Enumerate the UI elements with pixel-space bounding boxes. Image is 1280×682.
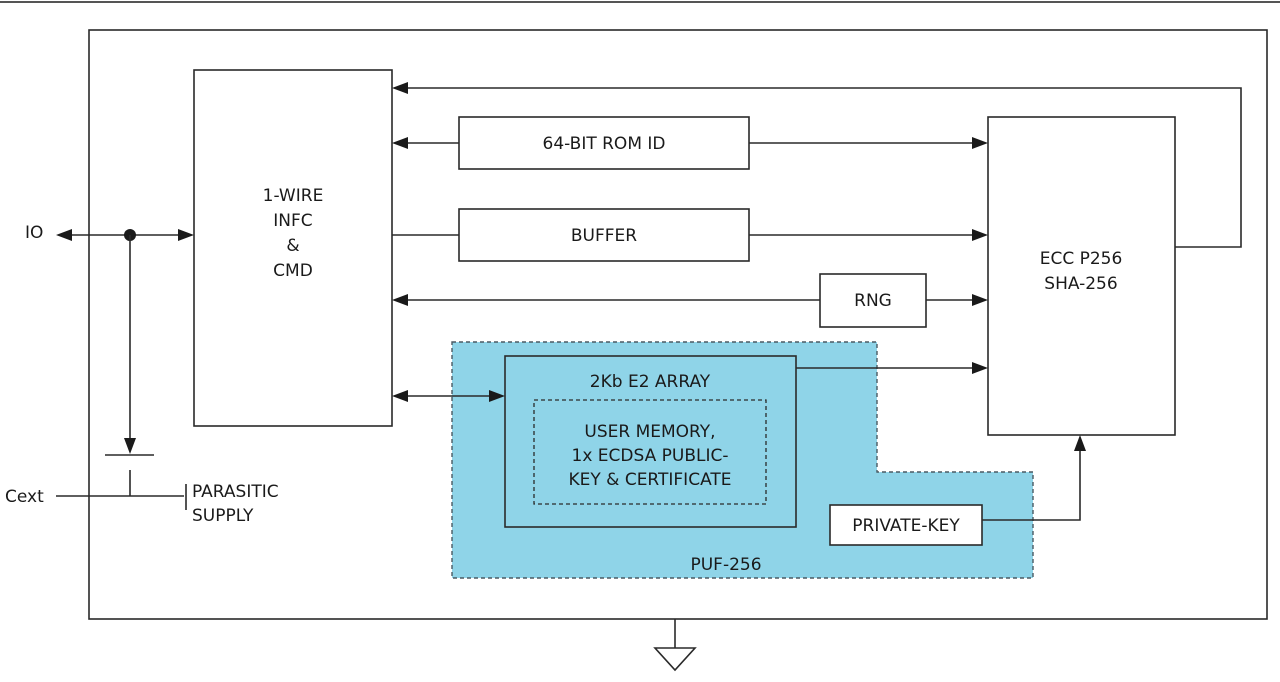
rng-to-ecc-arrowhead [972, 294, 988, 306]
wire-interface-label-line2: INFC [273, 211, 312, 231]
wire-interface-block [193, 69, 393, 427]
wire-interface-label-line3: & [286, 236, 299, 256]
private-key-label: PRIVATE-KEY [852, 516, 960, 536]
user-memory-block [533, 399, 767, 505]
io-out-arrowhead [56, 229, 72, 241]
e2-to-ecc-arrowhead [972, 362, 988, 374]
privkey-to-ecc-line [982, 450, 1081, 521]
wire-e2-right-arrowhead [489, 390, 505, 402]
rom-to-wire-arrowhead [392, 137, 408, 149]
parasitic-label-line2: SUPPLY [192, 506, 254, 526]
privkey-to-ecc-arrowhead [1074, 435, 1086, 451]
rom-id-block [458, 116, 750, 170]
cext-label: Cext [5, 487, 44, 507]
rng-to-wire-arrowhead [392, 294, 408, 306]
e2-array-block [504, 355, 797, 528]
ground-icon [653, 647, 697, 672]
e2-array-label: 2Kb E2 ARRAY [590, 372, 711, 392]
ecc-feedback-line [404, 87, 1242, 248]
user-memory-label-line2: 1x ECDSA PUBLIC- [572, 446, 729, 466]
cap-down-arrowhead [124, 438, 136, 454]
ecc-block [987, 116, 1176, 436]
rng-label: RNG [854, 291, 892, 311]
io-in-arrowhead [178, 229, 194, 241]
parasitic-label-line1: PARASITIC [192, 482, 279, 502]
rom-to-ecc-arrowhead [972, 137, 988, 149]
puf-label: PUF-256 [690, 555, 761, 575]
wire-e2-left-arrowhead [392, 390, 408, 402]
ecc-label-line1: ECC P256 [1040, 249, 1123, 269]
user-memory-label-line1: USER MEMORY, [584, 422, 715, 442]
buffer-block [458, 208, 750, 262]
ecc-label-line2: SHA-256 [1044, 274, 1117, 294]
buffer-label: BUFFER [571, 226, 637, 246]
io-label: IO [25, 223, 43, 243]
ecc-feedback-arrowhead [392, 82, 408, 94]
private-key-block [829, 504, 983, 546]
buffer-to-ecc-arrowhead [972, 229, 988, 241]
user-memory-label-line3: KEY & CERTIFICATE [568, 470, 731, 490]
rom-id-label: 64-BIT ROM ID [543, 134, 666, 154]
wire-interface-label-line1: 1-WIRE [263, 186, 324, 206]
wire-interface-label-line4: CMD [273, 261, 313, 281]
